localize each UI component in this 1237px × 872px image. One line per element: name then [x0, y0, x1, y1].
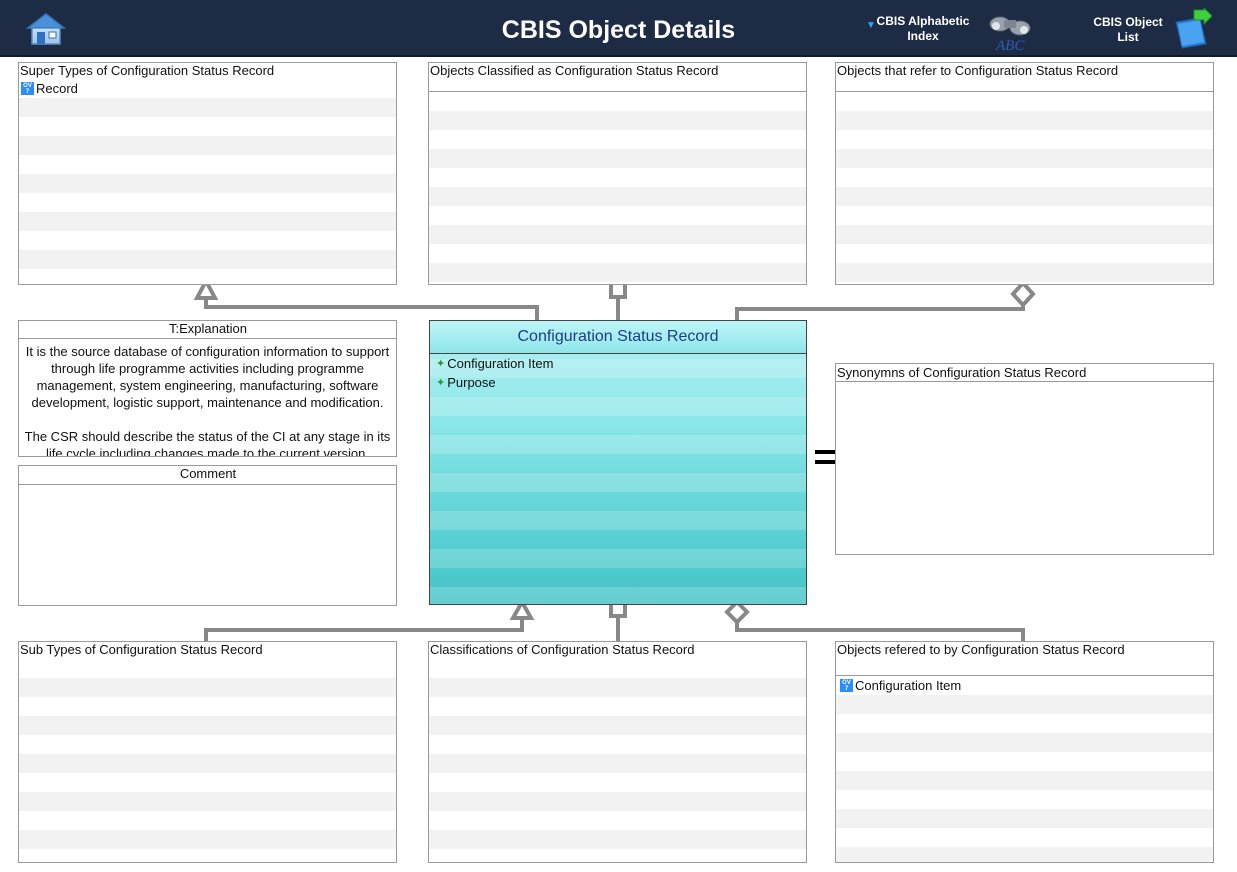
- binoculars-abc-icon: ABC: [989, 16, 1031, 52]
- attribute-arrow-icon: ✦: [436, 376, 446, 389]
- alphabetic-index-button[interactable]: ▼ CBIS Alphabetic Index ABC: [862, 10, 1040, 52]
- page-title: CBIS Object Details: [501, 16, 736, 44]
- attribute-arrow-icon: ✦: [436, 357, 446, 370]
- sub-types-panel: Sub Types of Configuration Status Record: [18, 641, 397, 863]
- inheritance-triangle-top: [193, 276, 219, 300]
- aggregation-diamond-top: [1010, 280, 1036, 308]
- object-list-label: CBIS Object List: [1093, 15, 1163, 44]
- classified-as-panel: Objects Classified as Configuration Stat…: [428, 62, 807, 285]
- home-icon: [25, 13, 67, 45]
- classifications-title: Classifications of Configuration Status …: [430, 642, 695, 657]
- equals-icon: [815, 450, 841, 464]
- synonyms-panel: Synonymns of Configuration Status Record: [835, 363, 1214, 555]
- comment-title: Comment: [179, 466, 237, 481]
- svg-text:ABC: ABC: [995, 38, 1025, 52]
- refer-to-title: Objects that refer to Configuration Stat…: [837, 63, 1119, 78]
- synonyms-title: Synonymns of Configuration Status Record: [837, 365, 1087, 380]
- object-class-title: Configuration Status Record: [430, 321, 806, 354]
- object-class-box: Configuration Status Record ✦ Configurat…: [429, 320, 807, 605]
- alphabetic-index-label: CBIS Alphabetic Index: [876, 14, 970, 43]
- home-button[interactable]: [25, 12, 67, 46]
- explanation-panel: T:Explanation It is the source database …: [18, 320, 397, 457]
- classified-as-title: Objects Classified as Configuration Stat…: [430, 63, 719, 78]
- referred-by-title: Objects refered to by Configuration Stat…: [837, 642, 1125, 657]
- inheritance-triangle-bottom: [509, 597, 535, 620]
- attribute-item[interactable]: ✦ Configuration Item: [436, 355, 553, 371]
- explanation-title: T:Explanation: [168, 321, 248, 336]
- attribute-item[interactable]: ✦ Purpose: [436, 374, 496, 390]
- super-type-item-label: Record: [36, 80, 78, 96]
- sub-types-title: Sub Types of Configuration Status Record: [20, 642, 263, 657]
- classifications-panel: Classifications of Configuration Status …: [428, 641, 807, 863]
- comment-panel: Comment: [18, 465, 397, 606]
- super-types-panel: Super Types of Configuration Status Reco…: [18, 62, 397, 285]
- referred-by-panel: Objects refered to by Configuration Stat…: [835, 641, 1214, 863]
- refer-to-panel: Objects that refer to Configuration Stat…: [835, 62, 1214, 285]
- triangle-down-icon: ▼: [866, 20, 876, 31]
- explanation-text[interactable]: It is the source database of configurati…: [24, 344, 391, 457]
- referred-by-item-label: Configuration Item: [855, 677, 962, 693]
- header-bar: CBIS Object Details ▼ CBIS Alphabetic In…: [0, 0, 1237, 57]
- super-types-title: Super Types of Configuration Status Reco…: [20, 63, 275, 78]
- book-arrow-icon: [1175, 8, 1212, 49]
- object-list-button[interactable]: CBIS Object List: [1082, 8, 1214, 52]
- attribute-label: Purpose: [447, 374, 496, 390]
- attribute-label: Configuration Item: [447, 355, 554, 371]
- aggregation-diamond-bottom: [724, 599, 750, 625]
- classification-square-top: [609, 281, 627, 299]
